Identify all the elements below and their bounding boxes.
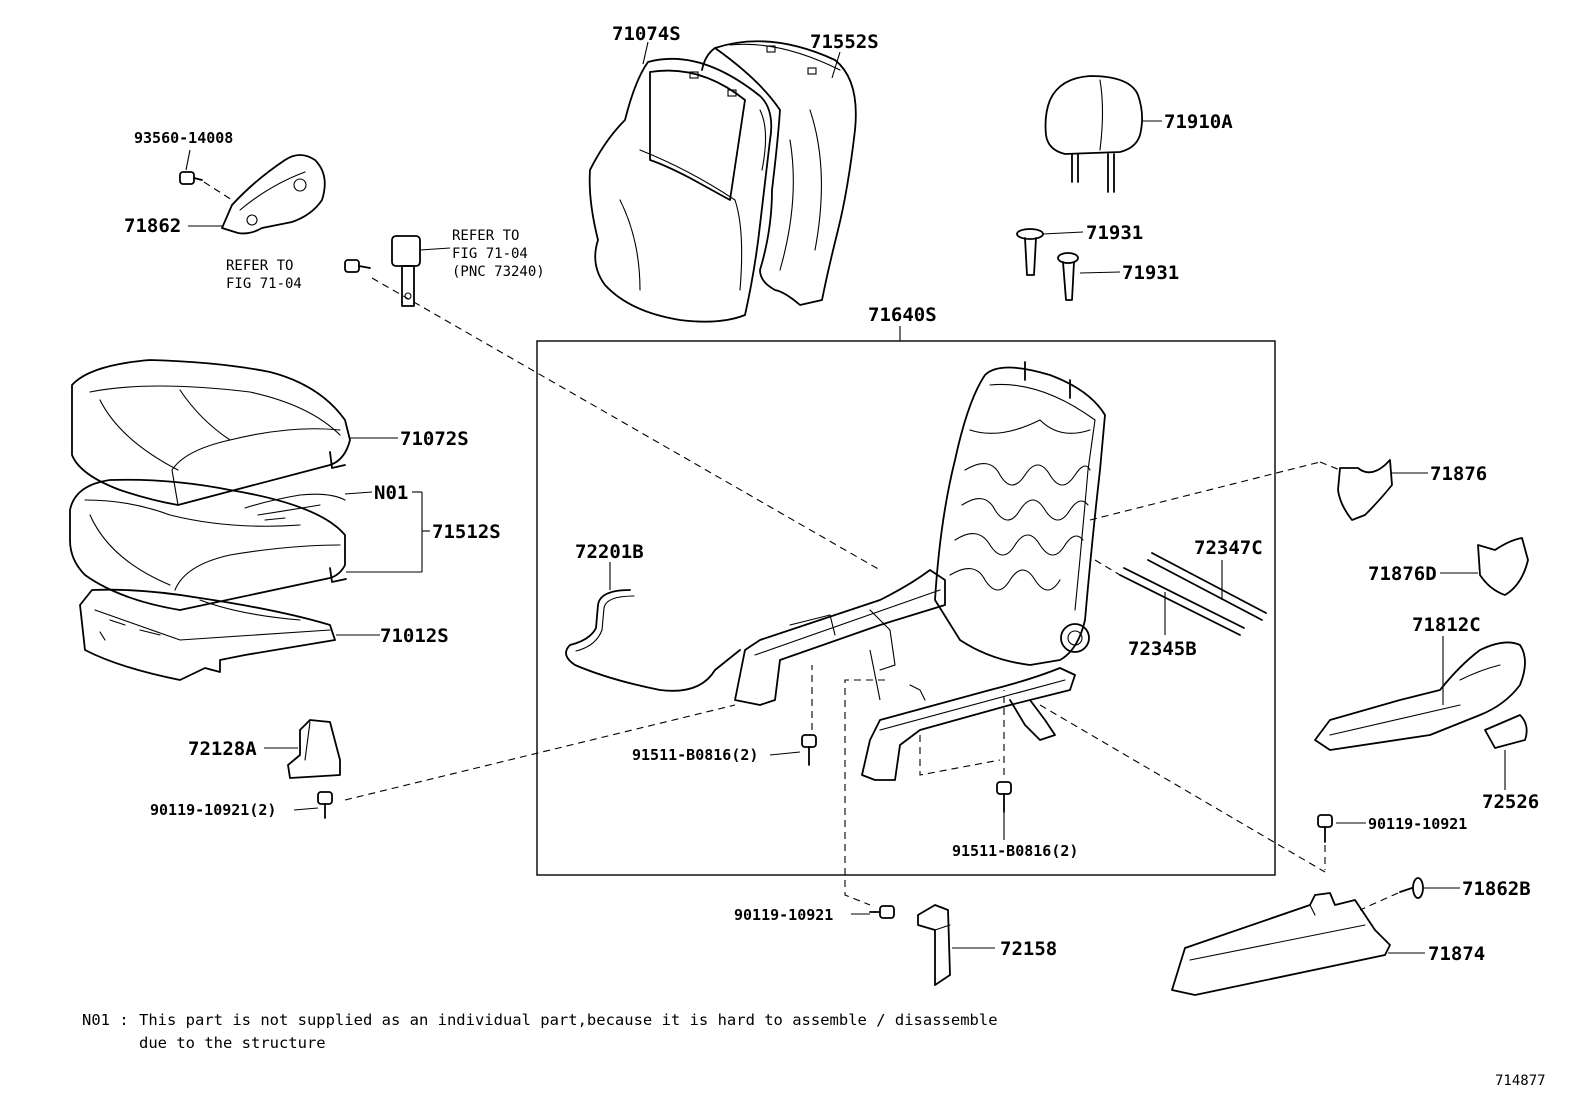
label-72201B: 72201B	[575, 541, 644, 563]
footnote-line2: due to the structure	[139, 1034, 326, 1052]
clip-71862B-drawing	[1399, 877, 1424, 899]
shield-71862-drawing	[221, 154, 326, 235]
label-71876: 71876	[1430, 463, 1487, 485]
refer-right-line3: (PNC 73240)	[452, 264, 545, 280]
label-93560-14008: 93560-14008	[134, 129, 233, 147]
seatback-cover-drawing	[588, 57, 773, 323]
bolt-90119-bottom-drawing	[869, 905, 895, 919]
label-91511-B0816-left: 91511-B0816(2)	[632, 746, 758, 764]
label-90119-10921-right: 90119-10921	[1368, 815, 1467, 833]
label-71931-1: 71931	[1086, 222, 1143, 244]
cushion-cover-drawing	[71, 359, 351, 506]
label-N01: N01	[374, 482, 408, 504]
label-90119-10921-2: 90119-10921(2)	[150, 801, 276, 819]
refer-right-line1: REFER TO	[452, 228, 519, 244]
bolt-91511-left-drawing	[801, 734, 817, 766]
refer-left-line2: FIG 71-04	[226, 276, 302, 292]
label-71862B: 71862B	[1462, 878, 1531, 900]
label-72526: 72526	[1482, 791, 1539, 813]
harness-72201B-drawing	[565, 589, 741, 692]
refer-left-line1: REFER TO	[226, 258, 293, 274]
bolt-90119-left-drawing	[317, 791, 333, 819]
seatback-pad-drawing	[701, 40, 857, 306]
label-71812C: 71812C	[1412, 614, 1481, 636]
label-71012S: 71012S	[380, 625, 449, 647]
cover-71876D-drawing	[1477, 537, 1529, 596]
label-71552S: 71552S	[810, 31, 879, 53]
seatbelt-buckle-drawing	[391, 235, 421, 307]
cover-71812C-drawing	[1314, 641, 1526, 751]
knob-72526-drawing	[1484, 714, 1528, 749]
label-71072S: 71072S	[400, 428, 469, 450]
bracket-72158-drawing	[917, 904, 951, 986]
figure-number: 714877	[1495, 1073, 1546, 1089]
footnote-line1: This part is not supplied as an individu…	[139, 1011, 998, 1029]
refer-right-line2: FIG 71-04	[452, 246, 528, 262]
headrest-support-2-drawing	[1057, 252, 1079, 301]
label-71876D: 71876D	[1368, 563, 1437, 585]
rod-72347C-drawing	[1147, 552, 1267, 621]
label-71640S: 71640S	[868, 304, 937, 326]
cover-71874-drawing	[1171, 892, 1391, 996]
label-71874: 71874	[1428, 943, 1485, 965]
label-71512S: 71512S	[432, 521, 501, 543]
label-72158: 72158	[1000, 938, 1057, 960]
bolt-93560-drawing	[179, 171, 203, 185]
label-72347C: 72347C	[1194, 537, 1263, 559]
cover-72128A-drawing	[287, 719, 341, 779]
headrest-drawing	[1044, 75, 1143, 193]
footnote-key: N01 :	[82, 1011, 129, 1029]
rod-72345B-drawing	[1119, 567, 1245, 636]
label-71074S: 71074S	[612, 23, 681, 45]
bolt-90119-right-drawing	[1317, 814, 1333, 843]
headrest-support-1-drawing	[1016, 228, 1044, 276]
seat-frame-drawing	[734, 361, 1106, 781]
frame-group-box	[536, 340, 1276, 876]
bolt-91511-right-drawing	[996, 781, 1012, 813]
cushion-frame-drawing	[79, 588, 336, 681]
label-91511-B0816-right: 91511-B0816(2)	[952, 842, 1078, 860]
cushion-pad-drawing	[69, 478, 347, 611]
buckle-bolt-drawing	[344, 259, 371, 273]
label-90119-10921-bottom: 90119-10921	[734, 906, 833, 924]
label-71931-2: 71931	[1122, 262, 1179, 284]
label-72128A: 72128A	[188, 738, 257, 760]
cover-71876-drawing	[1337, 459, 1393, 521]
label-72345B: 72345B	[1128, 638, 1197, 660]
label-71910A: 71910A	[1164, 111, 1233, 133]
label-71862: 71862	[124, 215, 181, 237]
